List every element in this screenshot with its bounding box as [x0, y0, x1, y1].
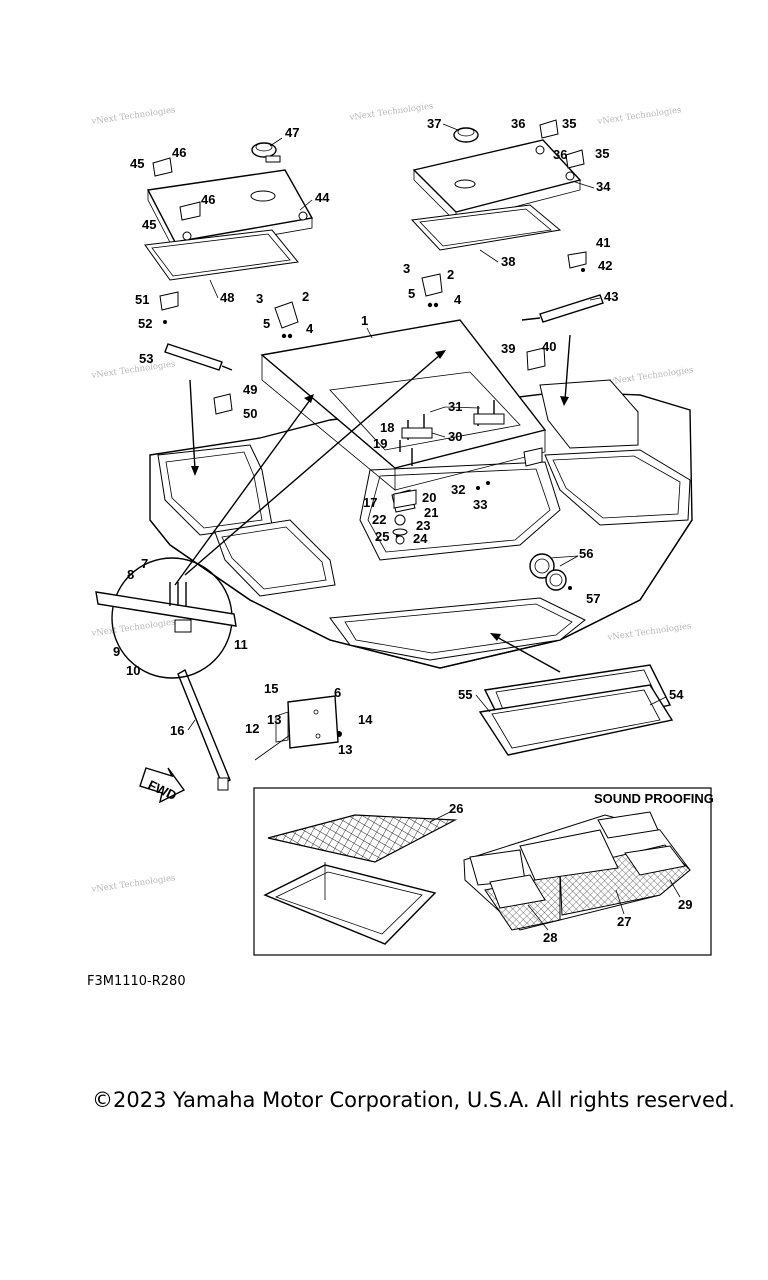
- callout-13: 13: [267, 712, 281, 727]
- callout-14: 14: [358, 712, 373, 727]
- callout-35: 35: [595, 146, 609, 161]
- callout-40: 40: [542, 339, 556, 354]
- callout-21: 21: [424, 505, 438, 520]
- leader-arrows: [174, 334, 571, 761]
- callout-44: 44: [315, 190, 330, 205]
- callout-36: 36: [511, 116, 525, 131]
- hinges: [152, 119, 587, 513]
- callout-labels: 1 2 2 3 3 4 4 5 5 6 7 8 9 10 11 12 13 13…: [113, 116, 692, 945]
- callout-24: 24: [413, 531, 428, 546]
- copyright-notice: ©2023 Yamaha Motor Corporation, U.S.A. A…: [92, 1088, 735, 1112]
- callout-55: 55: [458, 687, 472, 702]
- callout-10: 10: [126, 663, 140, 678]
- callout-12: 12: [245, 721, 259, 736]
- callout-38: 38: [501, 254, 515, 269]
- diagram-code: F3M1110-R280: [87, 974, 186, 989]
- callout-45: 45: [130, 156, 144, 171]
- watermark: vNext Technologies: [606, 621, 692, 643]
- callout-50: 50: [243, 406, 257, 421]
- callout-53: 53: [139, 351, 153, 366]
- callout-46: 46: [201, 192, 215, 207]
- callout-34: 34: [596, 179, 611, 194]
- callout-45: 45: [142, 217, 156, 232]
- callout-42: 42: [598, 258, 612, 273]
- deck-body: [149, 319, 693, 669]
- latch-assembly: [392, 489, 417, 545]
- callout-49: 49: [243, 382, 257, 397]
- callout-43: 43: [604, 289, 618, 304]
- callout-23: 23: [416, 518, 430, 533]
- callout-2: 2: [302, 289, 309, 304]
- callout-11: 11: [234, 637, 248, 652]
- callout-28: 28: [543, 930, 557, 945]
- sound-proofing-inset: SOUND PROOFING: [253, 787, 714, 956]
- callout-6: 6: [334, 685, 341, 700]
- watermark: vNext Technologies: [596, 105, 682, 127]
- detail-view: [95, 557, 237, 679]
- watermark: vNext Technologies: [90, 617, 176, 639]
- callout-20: 20: [422, 490, 436, 505]
- callout-22: 22: [372, 512, 386, 527]
- callout-1: 1: [361, 313, 368, 328]
- callout-4: 4: [454, 292, 462, 307]
- callout-13: 13: [338, 742, 352, 757]
- callout-36: 36: [553, 147, 567, 162]
- gas-struts: [164, 294, 604, 791]
- callout-16: 16: [170, 723, 184, 738]
- callout-4: 4: [306, 321, 314, 336]
- callout-5: 5: [408, 286, 415, 301]
- vents: [529, 553, 567, 591]
- forward-arrow-icon: FWD: [139, 767, 186, 804]
- callout-7: 7: [141, 556, 148, 571]
- callout-54: 54: [669, 687, 684, 702]
- callout-47: 47: [285, 125, 299, 140]
- callout-52: 52: [138, 316, 152, 331]
- callout-56: 56: [579, 546, 593, 561]
- callout-39: 39: [501, 341, 515, 356]
- right-hatch-lid: [410, 127, 582, 251]
- callout-leaders: [187, 123, 681, 931]
- watermark: vNext Technologies: [348, 101, 434, 123]
- callout-27: 27: [617, 914, 631, 929]
- callout-51: 51: [135, 292, 149, 307]
- callout-57: 57: [586, 591, 600, 606]
- callout-46: 46: [172, 145, 186, 160]
- callout-32: 32: [451, 482, 465, 497]
- watermark: vNext Technologies: [90, 105, 176, 127]
- callout-48: 48: [220, 290, 234, 305]
- parts-diagram: vNext Technologies vNext Technologies vN…: [90, 101, 714, 956]
- callout-37: 37: [427, 116, 441, 131]
- callout-41: 41: [596, 235, 610, 250]
- watermark: vNext Technologies: [608, 365, 694, 387]
- callout-3: 3: [256, 291, 263, 306]
- callout-8: 8: [127, 567, 134, 582]
- inset-title: SOUND PROOFING: [594, 791, 714, 806]
- callout-33: 33: [473, 497, 487, 512]
- callout-30: 30: [448, 429, 462, 444]
- watermark: vNext Technologies: [90, 873, 176, 895]
- watermark: vNext Technologies: [90, 359, 176, 381]
- callout-29: 29: [678, 897, 692, 912]
- callout-9: 9: [113, 644, 120, 659]
- callout-19: 19: [373, 436, 387, 451]
- left-hatch-lid: [144, 142, 314, 281]
- access-hatch: [478, 664, 674, 756]
- callout-5: 5: [263, 316, 270, 331]
- bracket-plate: [275, 695, 339, 749]
- callout-15: 15: [264, 681, 278, 696]
- callout-26: 26: [449, 801, 463, 816]
- callout-18: 18: [380, 420, 394, 435]
- callout-35: 35: [562, 116, 576, 131]
- callout-17: 17: [363, 495, 377, 510]
- callout-25: 25: [375, 529, 389, 544]
- callout-3: 3: [403, 261, 410, 276]
- callout-31: 31: [448, 399, 462, 414]
- callout-2: 2: [447, 267, 454, 282]
